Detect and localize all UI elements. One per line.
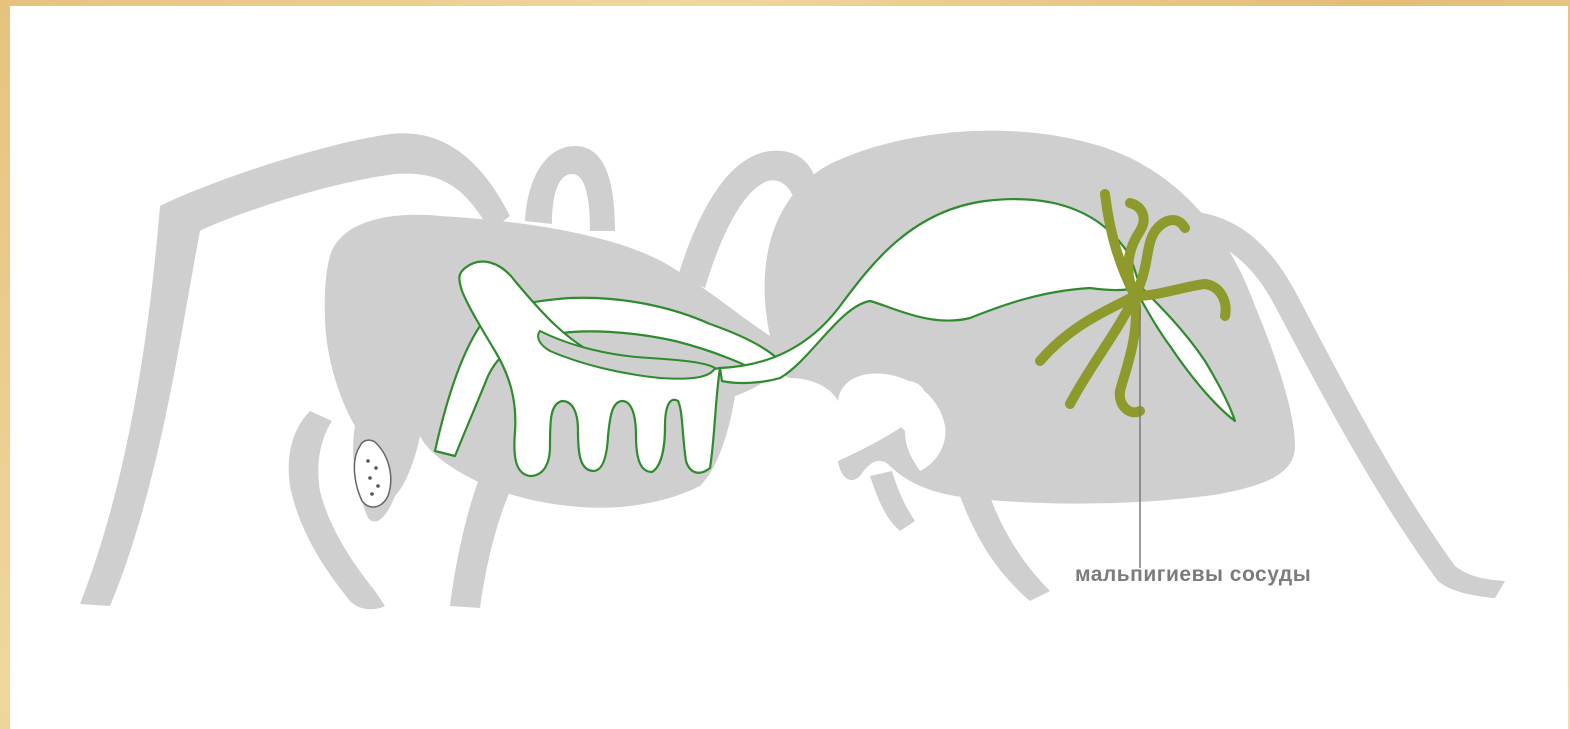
chelicera-dot	[376, 484, 380, 488]
spider-digestive-system-diagram: мальпигиевы сосуды	[10, 6, 1568, 729]
leg-lower-1	[450, 476, 510, 608]
leg-top-arch-1	[525, 146, 615, 231]
abdomen	[765, 131, 1295, 504]
chelicera-dot	[374, 466, 378, 470]
malpighian-tubules-label: мальпигиевы сосуды	[1075, 563, 1311, 586]
chelicera-dot	[368, 476, 372, 480]
leg-lower-2	[960, 491, 1050, 601]
leg-lower-3	[870, 471, 915, 531]
slide-canvas: мальпигиевы сосуды	[10, 6, 1568, 729]
chelicera-dot	[366, 459, 370, 463]
chelicera-dot	[370, 492, 374, 496]
